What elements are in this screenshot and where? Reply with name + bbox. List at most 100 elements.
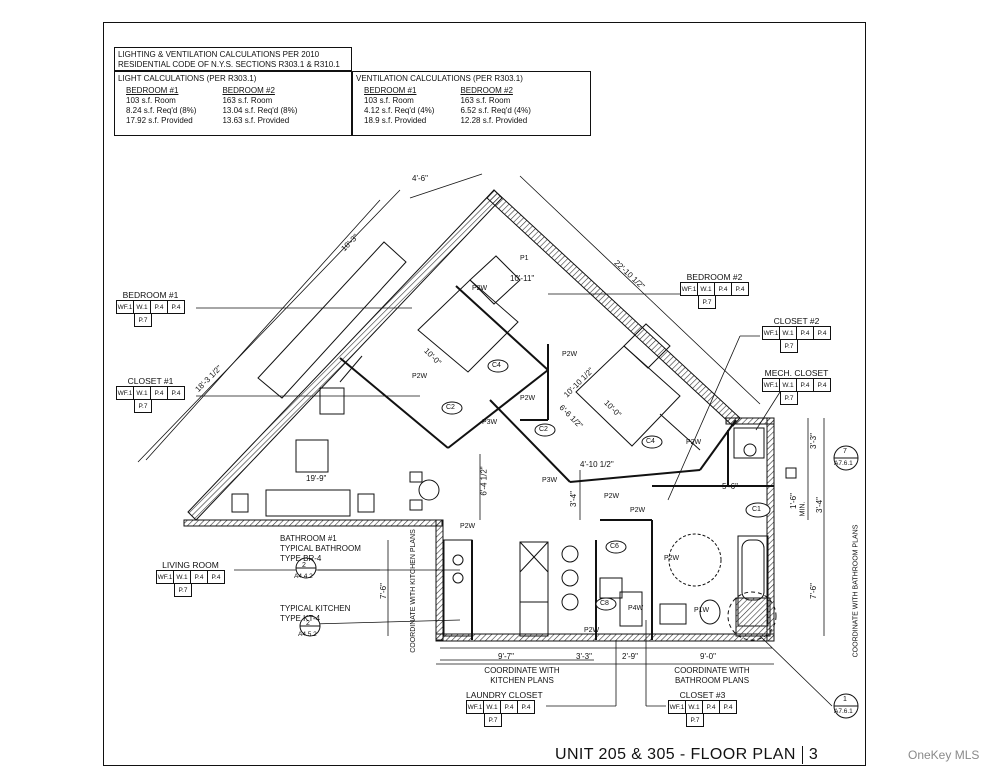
vent-calc-title: VENTILATION CALCULATIONS (PER R303.1) <box>356 74 523 83</box>
bath-ref-sheet: A4.4.2 <box>294 573 313 580</box>
room-tag-label: LIVING ROOM <box>162 560 219 570</box>
finish-cell: P.4 <box>813 378 831 392</box>
coordinate-kitchen-note: COORDINATE WITH KITCHEN PLANS <box>484 666 560 685</box>
sheet-title-text: UNIT 205 & 305 - FLOOR PLAN <box>555 746 796 763</box>
watermark: OneKey MLS <box>908 748 980 762</box>
dim-9-7: 9'-7" <box>498 652 514 661</box>
section-bottom-sheet: A7.6.1 <box>834 708 853 715</box>
light-calc-table: LIGHT CALCULATIONS (PER R303.1) BEDROOM … <box>114 71 352 136</box>
finish-cell: W.1 <box>133 386 151 400</box>
room-tag-label: BEDROOM #2 <box>686 272 743 282</box>
partition-tag-7: P3W <box>482 419 498 426</box>
vent-b1-room: 103 s.f. Room <box>364 96 414 105</box>
partition-tag-8: P3W <box>542 477 558 484</box>
partition-tag-4: P2W <box>472 285 488 292</box>
finish-cell: P.4 <box>207 570 225 584</box>
light-b1-name: BEDROOM #1 <box>126 86 179 95</box>
coordinate-bath-vertical: COORDINATE WITH BATHROOM PLANS <box>852 524 860 658</box>
room-tag-living: LIVING ROOM WF.1 W.1 P.4 P.4 P.7 <box>156 560 225 597</box>
dim-19-9: 19'-9" <box>306 474 327 483</box>
bath-callout-line1: BATHROOM #1 <box>280 534 337 543</box>
finish-cell: WF.1 <box>156 570 174 584</box>
room-tag-closet1: CLOSET #1 WF.1 W.1 P.4 P.4 P.7 <box>116 376 185 413</box>
partition-tag-11: P2W <box>630 507 646 514</box>
partition-tag-12: P2W <box>584 627 600 634</box>
vent-b1-prov: 18.9 s.f. Provided <box>364 116 427 125</box>
door-tag-c4-b: C4 <box>646 438 655 445</box>
dim-6-4: 6'-4 1/2" <box>479 466 489 496</box>
vent-b2-req: 6.52 s.f. Req'd (4%) <box>460 106 531 115</box>
light-b1-req: 8.24 s.f. Req'd (8%) <box>126 106 197 115</box>
dim-4-10: 4'-10 1/2" <box>580 460 614 469</box>
kitchen-callout: TYPICAL KITCHEN TYPE KT-4 <box>280 604 350 624</box>
dim-3-4-a: 3'-4" <box>568 491 578 507</box>
partition-tag-6: P2W <box>686 439 702 446</box>
finish-cell: WF.1 <box>116 300 134 314</box>
bedroom2-furniture <box>575 323 701 451</box>
light-b2-room: 163 s.f. Room <box>222 96 273 105</box>
calc-header-line1: LIGHTING & VENTILATION CALCULATIONS PER … <box>118 50 320 59</box>
partition-tag-3: P2W <box>412 373 428 380</box>
partition-tag-14: P2W <box>664 555 680 562</box>
partition-tag-1: P1 <box>520 255 529 262</box>
vent-b2-room: 163 s.f. Room <box>460 96 511 105</box>
dim-3-3-b: 3'-3" <box>576 652 592 661</box>
room-tag-mech-closet: MECH. CLOSET WF.1 W.1 P.4 P.4 P.7 <box>762 368 831 405</box>
dim-2-9: 2'-9" <box>622 652 638 661</box>
light-b2-req: 13.04 s.f. Req'd (8%) <box>222 106 298 115</box>
room-tag-bedroom2: BEDROOM #2 WF.1 W.1 P.4 P.4 P.7 <box>680 272 749 309</box>
drawing-sheet-border <box>103 22 866 766</box>
finish-cell: P.4 <box>150 300 168 314</box>
partition-tag-15: P1W <box>694 607 710 614</box>
room-tag-laundry-closet: LAUNDRY CLOSET WF.1 W.1 P.4 P.4 P.7 <box>466 690 543 727</box>
dim-5-6: 5'-6" <box>722 482 738 491</box>
vent-b1-name: BEDROOM #1 <box>364 86 417 95</box>
sheet-number: 3 <box>801 746 818 764</box>
vent-b2-name: BEDROOM #2 <box>460 86 513 95</box>
calc-header: LIGHTING & VENTILATION CALCULATIONS PER … <box>114 47 352 71</box>
light-b2-prov: 13.63 s.f. Provided <box>222 116 290 125</box>
closet-fixtures <box>599 427 797 627</box>
finish-base-cell: P.7 <box>698 295 716 309</box>
light-calc-bedroom1: BEDROOM #1 103 s.f. Room 8.24 s.f. Req'd… <box>126 86 196 126</box>
finish-cell: P.4 <box>796 326 814 340</box>
partition-tag-10: P2W <box>460 523 476 530</box>
finish-cell: P.4 <box>500 700 518 714</box>
finish-cell: P.4 <box>719 700 737 714</box>
bath-callout-line3: TYPE BR-4 <box>280 554 322 563</box>
partition-tag-2: P2W <box>562 351 578 358</box>
kitchen-ref-sheet: A4.5.2 <box>298 631 317 638</box>
partition-tag-13: P4W <box>628 605 644 612</box>
finish-cell: WF.1 <box>668 700 686 714</box>
finish-base-cell: P.7 <box>686 713 704 727</box>
door-tag-c2-a: C2 <box>446 404 455 411</box>
partition-tag-9: P2W <box>604 493 620 500</box>
dim-9-0: 9'-0" <box>700 652 716 661</box>
interior-partitions <box>339 285 774 640</box>
kitchen-callout-line2: TYPE KT-4 <box>280 614 321 623</box>
bath-ref-number: 2 <box>302 562 306 569</box>
finish-base-cell: P.7 <box>484 713 502 727</box>
finish-cell: W.1 <box>133 300 151 314</box>
bath-callout-line2: TYPICAL BATHROOM <box>280 544 361 553</box>
door-tag-markers <box>441 359 771 611</box>
door-tag-c8: C8 <box>600 600 609 607</box>
finish-cell: P.4 <box>796 378 814 392</box>
kitchen-callout-line1: TYPICAL KITCHEN <box>280 604 351 613</box>
finish-cell: W.1 <box>483 700 501 714</box>
finish-base-cell: P.7 <box>780 391 798 405</box>
vent-calc-table: VENTILATION CALCULATIONS (PER R303.1) BE… <box>352 71 591 136</box>
finish-base-cell: P.7 <box>780 339 798 353</box>
section-markers <box>295 445 859 719</box>
finish-cell: P.4 <box>702 700 720 714</box>
room-tag-label: MECH. CLOSET <box>764 368 829 378</box>
bathroom-callout: BATHROOM #1 TYPICAL BATHROOM TYPE BR-4 <box>280 534 361 564</box>
finish-base-cell: P.7 <box>174 583 192 597</box>
room-tag-label: BEDROOM #1 <box>122 290 179 300</box>
dim-7-6-left: 7'-6" <box>378 583 388 599</box>
room-tag-label: CLOSET #2 <box>773 316 820 326</box>
dim-4-6: 4'-6" <box>412 174 428 183</box>
dim-7-6-right: 7'-6" <box>808 583 818 599</box>
finish-cell: P.4 <box>731 282 749 296</box>
finish-cell: WF.1 <box>680 282 698 296</box>
